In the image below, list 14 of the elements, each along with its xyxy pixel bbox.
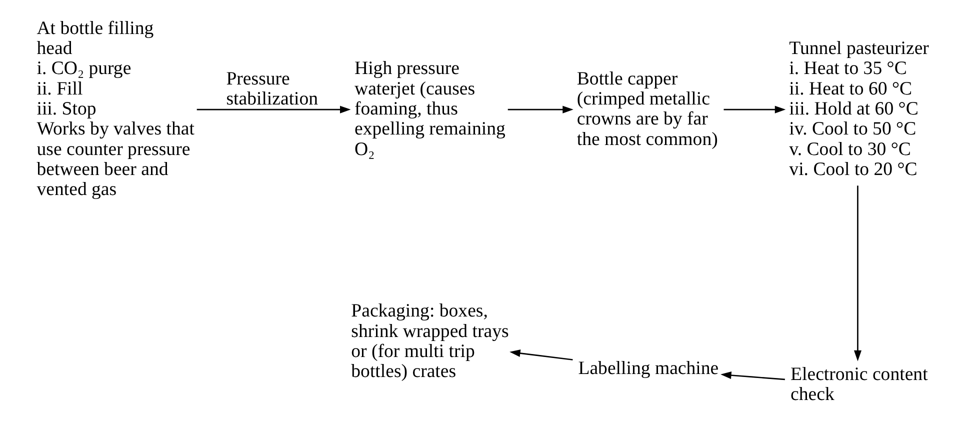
node-text: Tunnel pasteurizer i. Heat to 35 °C ii. Heat to 60 °C iii. Hold at 60 °C iv. Cool to 50 °C v. Cool to 30 °C vi. Cool to 20 °C [789, 38, 929, 180]
node-text: At bottle filling head i. CO₂ purge ii. Fill iii. Stop Works by valves that use counter pressure between beer and vented gas [36, 18, 194, 200]
arrow [508, 106, 574, 114]
node-text: High pressure waterjet (causes foaming, thus expelling remaining O₂ [354, 58, 506, 160]
node-text: Electronic content check [790, 364, 928, 406]
edge-label: Pressure stabilization [226, 68, 318, 110]
arrow [724, 106, 786, 114]
arrow [196, 106, 351, 114]
arrow [854, 186, 862, 362]
arrow [510, 350, 573, 360]
arrow [720, 372, 785, 380]
node-text: Packaging: boxes, shrink wrapped trays or (for multi trip bottles) crates [351, 300, 509, 382]
node-text: Bottle capper (crimped metallic crowns are by far the most common) [576, 68, 718, 150]
node-text: Labelling machine [578, 358, 719, 379]
